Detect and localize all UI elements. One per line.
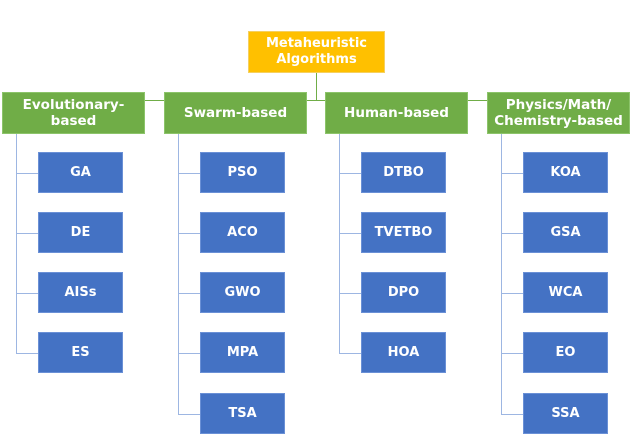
category-trunk [178, 134, 179, 414]
leaf-label: MPA [226, 344, 259, 360]
leaf-label: TVETBO [374, 224, 433, 240]
category-node: Physics/Math/ Chemistry-based [487, 92, 630, 134]
leaf-node: PSO [200, 152, 285, 193]
leaf-branch [501, 352, 523, 354]
leaf-node: DTBO [361, 152, 446, 193]
category-label: Human-based [344, 104, 449, 121]
category-trunk [16, 134, 17, 353]
leaf-node: DE [38, 212, 123, 253]
leaf-branch [178, 232, 200, 234]
leaf-branch [501, 292, 523, 294]
category-node: Swarm-based [164, 92, 307, 134]
leaf-label: PSO [227, 164, 258, 180]
root-label: Metaheuristic Algorithms [265, 36, 368, 67]
leaf-node: TSA [200, 393, 285, 434]
leaf-branch [178, 292, 200, 294]
leaf-branch [501, 413, 523, 415]
leaf-label: HOA [387, 344, 420, 360]
leaf-label: DTBO [383, 164, 424, 180]
category-label: Swarm-based [183, 104, 288, 121]
leaf-branch [16, 292, 38, 294]
leaf-label: GWO [224, 284, 261, 300]
leaf-node: WCA [523, 272, 608, 313]
leaf-node: DPO [361, 272, 446, 313]
leaf-branch [16, 232, 38, 234]
leaf-node: KOA [523, 152, 608, 193]
leaf-branch [501, 172, 523, 174]
leaf-branch [16, 352, 38, 354]
leaf-label: AISs [64, 284, 97, 300]
leaf-node: GA [38, 152, 123, 193]
leaf-label: EO [555, 344, 576, 360]
leaf-branch [339, 292, 361, 294]
leaf-node: ES [38, 332, 123, 373]
category-label: Physics/Math/ Chemistry-based [494, 96, 623, 129]
leaf-branch [339, 172, 361, 174]
leaf-label: DE [70, 224, 91, 240]
leaf-node: ACO [200, 212, 285, 253]
leaf-branch [501, 232, 523, 234]
leaf-label: GA [70, 164, 91, 180]
leaf-label: ACO [227, 224, 258, 240]
category-trunk [501, 134, 502, 414]
category-label: Evolutionary-based [22, 96, 125, 129]
leaf-branch [178, 413, 200, 415]
leaf-label: WCA [548, 284, 583, 300]
leaf-branch [16, 172, 38, 174]
leaf-label: KOA [550, 164, 581, 180]
leaf-label: GSA [550, 224, 581, 240]
leaf-node: AISs [38, 272, 123, 313]
leaf-branch [178, 172, 200, 174]
leaf-branch [339, 232, 361, 234]
root-node: Metaheuristic Algorithms [248, 31, 385, 73]
category-trunk [339, 134, 340, 353]
category-bus [74, 100, 560, 101]
leaf-branch [178, 352, 200, 354]
leaf-branch [339, 352, 361, 354]
leaf-node: MPA [200, 332, 285, 373]
leaf-node: EO [523, 332, 608, 373]
leaf-label: ES [71, 344, 90, 360]
leaf-label: SSA [551, 405, 580, 421]
category-node: Human-based [325, 92, 468, 134]
leaf-node: SSA [523, 393, 608, 434]
leaf-node: TVETBO [361, 212, 446, 253]
leaf-node: HOA [361, 332, 446, 373]
root-connector [316, 73, 317, 100]
leaf-node: GSA [523, 212, 608, 253]
leaf-label: TSA [228, 405, 257, 421]
category-node: Evolutionary-based [2, 92, 145, 134]
leaf-label: DPO [387, 284, 420, 300]
leaf-node: GWO [200, 272, 285, 313]
